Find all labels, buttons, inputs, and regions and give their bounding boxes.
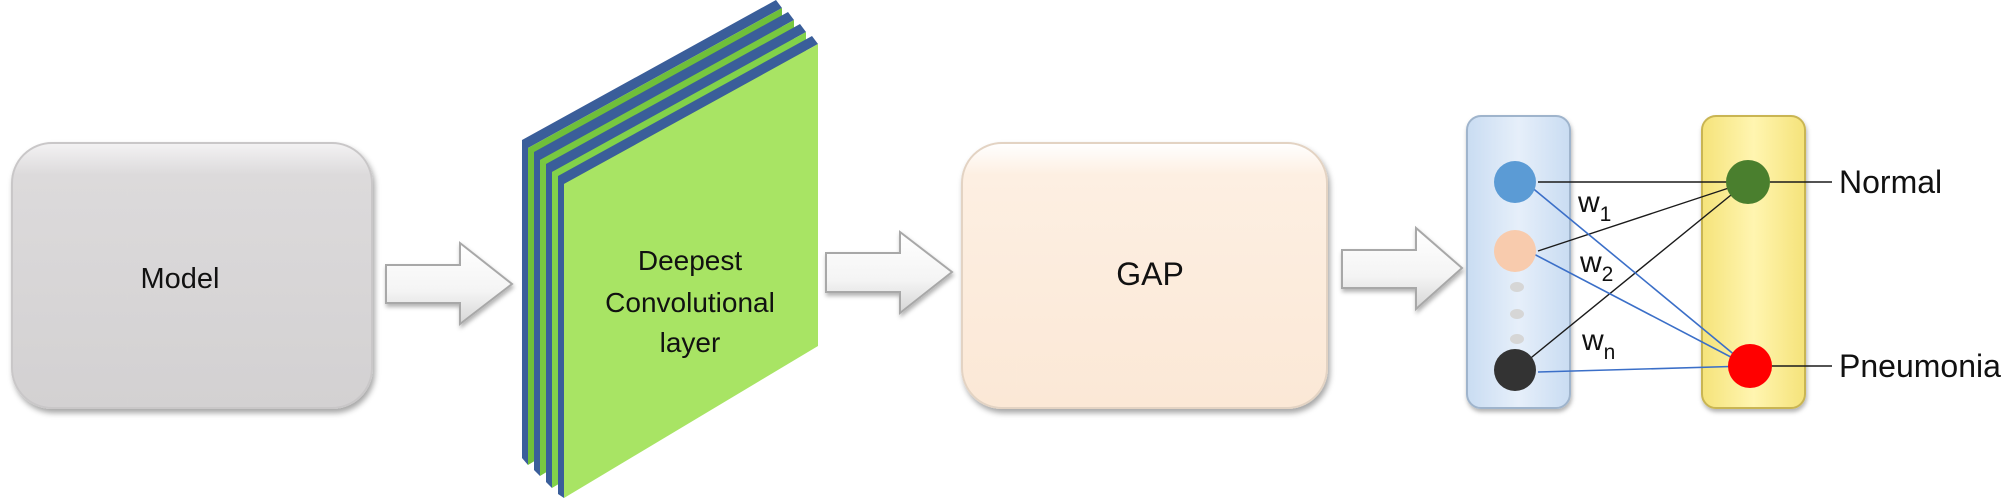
pneumonia-node: [1728, 344, 1772, 388]
feature-node-n: [1494, 349, 1536, 391]
conv-label-line1: Deepest: [638, 245, 743, 276]
edge-peach-normal: [1537, 181, 1748, 252]
normal-node: [1726, 160, 1770, 204]
input-nodes: [1494, 161, 1536, 391]
ellipsis-dot-3: [1510, 334, 1524, 344]
feature-node-2: [1494, 230, 1536, 272]
model-box: Model: [11, 142, 373, 409]
weight-wn: wn: [1581, 324, 1615, 364]
weight-w1: w1: [1577, 186, 1611, 226]
output-nodes: [1726, 160, 1772, 388]
arrow-gap-to-fc: [1341, 225, 1464, 312]
edge-blue-pneumonia: [1529, 185, 1749, 367]
model-label: Model: [141, 263, 220, 295]
normal-label: Normal: [1839, 164, 1942, 200]
weight-w2: w2: [1579, 246, 1613, 286]
edge-dark-pneumonia: [1537, 365, 1749, 373]
ellipsis-dot-2: [1510, 309, 1524, 319]
gap-label: GAP: [1116, 256, 1184, 292]
ellipsis-dot-1: [1510, 282, 1524, 292]
conv-front-face: [564, 44, 818, 498]
gap-box: GAP: [961, 142, 1328, 409]
arrow-model-to-conv: [385, 240, 514, 327]
conv-layer-stack: Deepest Convolutional layer: [522, 0, 818, 498]
arrow-conv-to-gap: [825, 229, 954, 316]
edge-peach-pneumonia: [1529, 251, 1749, 367]
conv-label-line2: Convolutional: [605, 287, 775, 318]
pneumonia-label: Pneumonia: [1839, 348, 2001, 384]
conv-label-line3: layer: [660, 327, 721, 358]
fc-connections: [1515, 181, 1749, 373]
edge-dark-normal: [1515, 181, 1748, 371]
feature-node-1: [1494, 161, 1536, 203]
